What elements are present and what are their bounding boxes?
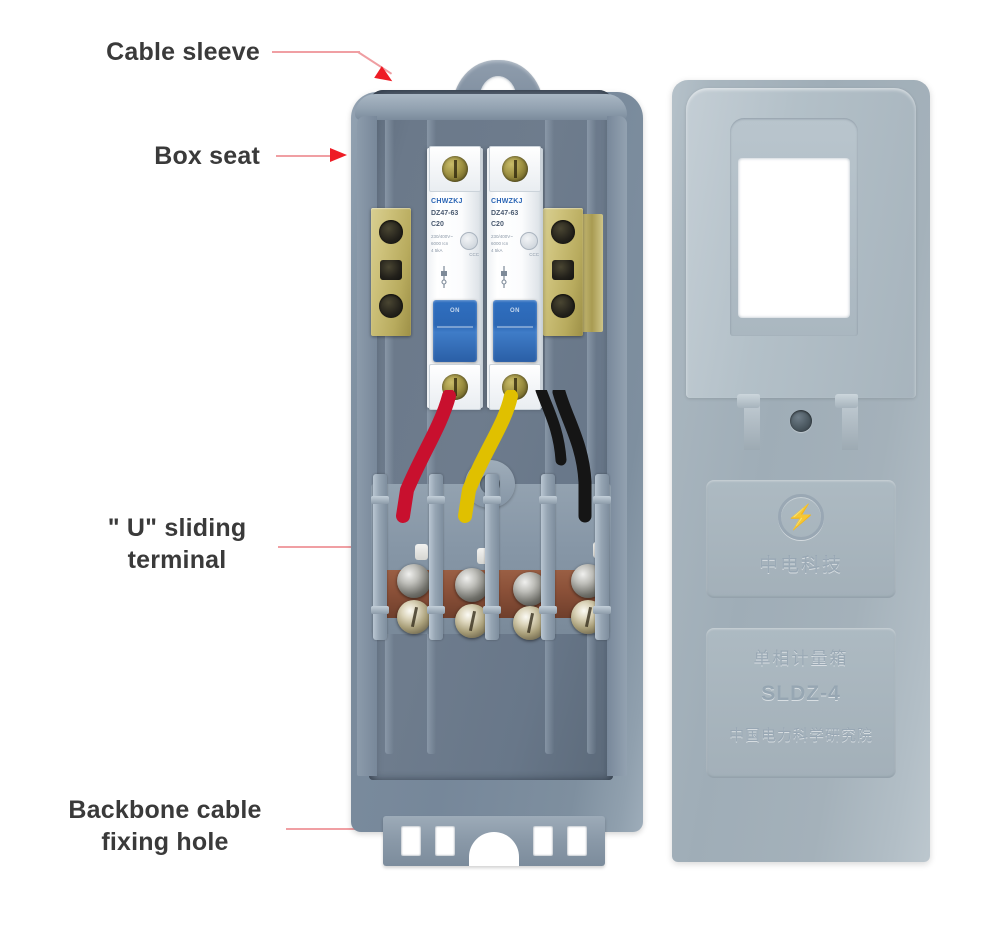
brass-terminal-right	[543, 208, 583, 336]
terminal-post	[427, 474, 445, 640]
breaker-lever-label: ON	[510, 308, 520, 314]
fixing-hole	[533, 826, 553, 856]
box-right-wall	[607, 116, 627, 776]
cover-model-panel: 单相计量箱 SLDZ-4 中国电力科学研究院	[706, 628, 896, 778]
breaker-model-text: DZ47-63	[431, 210, 459, 217]
brass-terminal-slot	[380, 260, 402, 280]
terminal-post	[593, 474, 611, 640]
live-wire	[396, 390, 456, 523]
breaker-rating-text: C20	[491, 221, 504, 228]
callout-label-backbone-fixing-hole: Backbone cable fixing hole	[68, 796, 262, 856]
breaker-toggle-lever[interactable]: ON	[433, 300, 477, 362]
backbone-cable-fixing-flange	[383, 816, 605, 866]
breaker-cert-label: CCC	[469, 252, 479, 257]
terminal-post	[371, 474, 389, 640]
brass-terminal-hole	[551, 294, 575, 318]
wire-bundle	[396, 390, 592, 523]
fixing-hole	[435, 826, 455, 856]
meter-box-seat: CHWZKJ DZ47-63 C20 230/400V~ 6000 Icn 4 …	[345, 60, 650, 866]
cover-product-name-text: 单相计量箱	[753, 649, 849, 669]
cavity-rib	[587, 104, 596, 754]
cavity-rib	[545, 104, 554, 754]
leader-line-backbone-fixing-hole	[286, 828, 396, 830]
circuit-breaker-2[interactable]: CHWZKJ DZ47-63 C20 230/400V~ 6000 Icn 4 …	[487, 146, 543, 410]
breaker-rating-text: C20	[431, 221, 444, 228]
breaker-cert-mark-icon	[520, 232, 538, 250]
breaker-brand-text: CHWZKJ	[491, 198, 523, 205]
wire-lug	[415, 544, 428, 560]
terminal-post	[539, 474, 557, 640]
breaker-bottom-cap	[429, 364, 481, 410]
terminal-screw-bottom[interactable]	[397, 600, 431, 634]
cover-brand-text: 中电科技	[758, 554, 843, 576]
breaker-spec-text: 230/400V~ 6000 Icn 4 5kA	[431, 234, 453, 253]
breaker-top-cap	[429, 146, 481, 192]
callout-label-u-sliding-terminal: " U" sliding terminal	[107, 514, 247, 574]
brass-bracket-right	[581, 214, 603, 332]
breaker-cert-label: CCC	[529, 252, 539, 257]
circuit-breaker-1[interactable]: CHWZKJ DZ47-63 C20 230/400V~ 6000 Icn 4 …	[427, 146, 483, 410]
brass-terminal-hole	[379, 220, 403, 244]
earth-wire-branch	[535, 390, 567, 466]
cover-hook	[835, 394, 858, 450]
box-top-rim	[355, 94, 627, 120]
terminal-screw-top[interactable]	[397, 564, 431, 598]
meter-display-window	[738, 158, 850, 318]
fixing-hole	[401, 826, 421, 856]
terminal-post	[483, 474, 501, 640]
brass-terminal-slot	[552, 260, 574, 280]
callout-label-box-seat: Box seat	[154, 142, 260, 170]
breaker-top-screw	[442, 156, 468, 182]
cover-logo-panel: 中电科技	[706, 480, 896, 598]
breaker-brand-text: CHWZKJ	[431, 198, 463, 205]
cover-screw-hole	[790, 410, 812, 432]
brass-terminal-hole	[551, 220, 575, 244]
breaker-schematic-icon	[501, 266, 507, 288]
meter-box-cover: 中电科技 单相计量箱 SLDZ-4 中国电力科学研究院	[672, 80, 930, 862]
callout-label-cable-sleeve: Cable sleeve	[106, 38, 260, 66]
fixing-hole	[567, 826, 587, 856]
brass-terminal-left	[371, 208, 411, 336]
breaker-schematic-icon	[441, 266, 447, 288]
lightning-logo-icon	[778, 494, 824, 540]
breaker-cert-mark-icon	[460, 232, 478, 250]
flange-center-notch	[469, 832, 519, 866]
cover-model-text: SLDZ-4	[761, 682, 841, 705]
breaker-top-cap	[489, 146, 541, 192]
leader-line-cable-sleeve	[272, 51, 360, 53]
earth-wire	[552, 390, 592, 523]
breaker-top-screw	[502, 156, 528, 182]
neutral-wire	[458, 390, 518, 523]
brass-terminal-hole	[379, 294, 403, 318]
breaker-toggle-lever[interactable]: ON	[493, 300, 537, 362]
arrowhead-box-seat	[330, 148, 347, 162]
cover-maker-text: 中国电力科学研究院	[728, 726, 873, 744]
cover-hook	[737, 394, 760, 450]
leader-line-box-seat	[276, 155, 334, 157]
leader-line-u-sliding-terminal	[278, 546, 370, 548]
cavity-rib	[385, 104, 394, 754]
terminal-screw-top[interactable]	[455, 568, 489, 602]
breaker-model-text: DZ47-63	[491, 210, 519, 217]
breaker-spec-text: 230/400V~ 6000 Icn 4 5kA	[491, 234, 513, 253]
breaker-lever-label: ON	[450, 308, 460, 314]
